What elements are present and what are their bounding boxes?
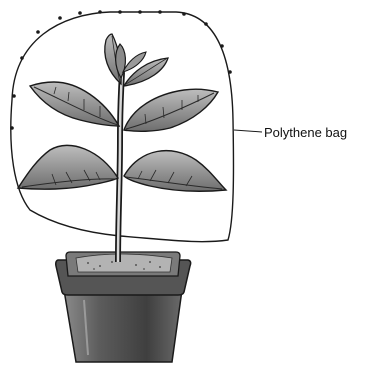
soil bbox=[76, 254, 172, 272]
leaf-lower-right bbox=[124, 151, 226, 192]
plant bbox=[18, 34, 226, 262]
leaf-lower-left bbox=[18, 145, 118, 189]
bag-label-leader-line bbox=[234, 130, 262, 132]
bag-label-group: Polythene bag bbox=[234, 125, 347, 140]
leaf-middle-right bbox=[124, 89, 218, 131]
flower-pot bbox=[56, 252, 191, 362]
leaf-middle-left bbox=[30, 82, 119, 126]
bag-label: Polythene bag bbox=[264, 125, 347, 140]
pot-body bbox=[64, 290, 182, 362]
